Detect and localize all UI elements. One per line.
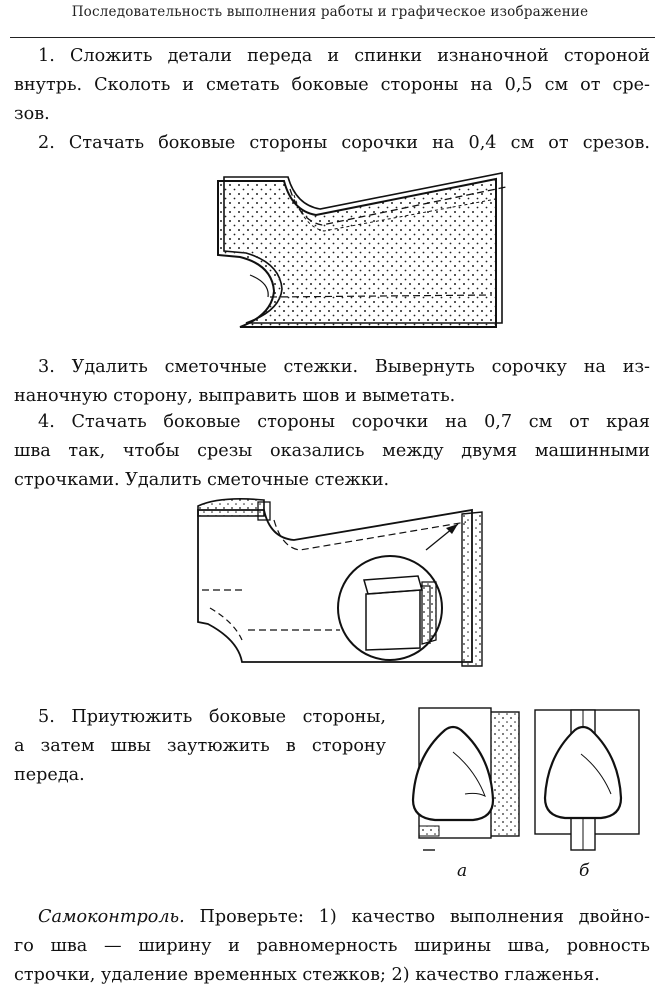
step-5-line-1: 5. Приутюжить боковые стороны, (38, 707, 386, 727)
self-check-line-1-rest: Проверьте: 1) качество выполнения двойно… (199, 907, 650, 927)
self-check-line-3: строчки, удаление временных стежков; 2) … (14, 965, 600, 985)
self-check-line-2: го шва — ширину и равномерность ширины ш… (14, 936, 650, 956)
step-3-line-2: наночную сторону, выправить шов и вымета… (14, 386, 456, 406)
header-rule (10, 37, 655, 38)
page-header: Последовательность выполнения работы и г… (71, 4, 589, 20)
step-2: 2. Стачать боковые стороны сорочки на 0,… (14, 129, 650, 158)
step-4: 4. Стачать боковые стороны сорочки на 0,… (14, 408, 650, 495)
step-1: 1. Сложить детали переда и спинки изнано… (14, 42, 650, 129)
step-3: 3. Удалить сметочные стежки. Вывернуть с… (14, 353, 650, 411)
step-5-line-2: а затем швы заутюжить в сторону (14, 736, 386, 756)
self-check-title: Самоконтроль. (38, 907, 185, 927)
step-1-line-1: 1. Сложить детали переда и спинки изнано… (38, 46, 650, 66)
pressing-panel-b (534, 709, 640, 851)
figure-label-a: а (457, 861, 467, 881)
step-1-line-3: зов. (14, 104, 50, 124)
step-2-line-1: 2. Стачать боковые стороны сорочки на 0,… (38, 133, 650, 153)
pressing-figure: а б (411, 707, 640, 881)
seam-figure-2 (197, 498, 483, 667)
pressing-panel-a (411, 707, 520, 851)
self-check-line-1: Самоконтроль. Проверьте: 1) качество вып… (14, 903, 650, 932)
seam-figure-1 (217, 172, 507, 328)
figure-label-b: б (579, 861, 590, 881)
step-4-line-2: шва так, чтобы срезы оказались между дву… (14, 441, 650, 461)
self-check: Самоконтроль. Проверьте: 1) качество вып… (14, 903, 650, 990)
step-1-line-2: внутрь. Сколоть и сметать боковые сторон… (14, 75, 650, 95)
step-5-line-3: переда. (14, 765, 85, 785)
step-4-line-3: строчками. Удалить сметочные стежки. (14, 470, 390, 490)
step-5: 5. Приутюжить боковые стороны, а затем ш… (14, 703, 386, 790)
step-4-line-1: 4. Стачать боковые стороны сорочки на 0,… (38, 412, 650, 432)
step-3-line-1: 3. Удалить сметочные стежки. Вывернуть с… (38, 357, 650, 377)
